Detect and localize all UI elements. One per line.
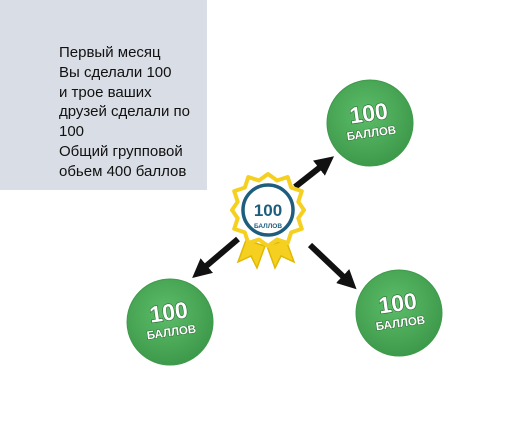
arrow-to-top-right bbox=[293, 156, 335, 190]
description-text: Первый месяц Вы сделали 100 и трое ваших… bbox=[59, 43, 209, 182]
arrow-to-bottom-right bbox=[307, 242, 357, 290]
badge-value: 100 bbox=[254, 201, 282, 220]
arrow-to-bottom-left bbox=[192, 236, 240, 278]
description-line: и трое ваших bbox=[59, 83, 152, 101]
coin-value: 100 bbox=[348, 98, 390, 129]
description-line: Общий групповой bbox=[59, 142, 183, 160]
description-line: Вы сделали 100 bbox=[59, 63, 172, 81]
description-line: друзей сделали по bbox=[59, 103, 190, 121]
coin-value: 100 bbox=[148, 297, 190, 328]
coin-bottom-left: 100 БАЛЛОВ bbox=[126, 278, 214, 366]
coin-circle bbox=[326, 79, 414, 167]
badge-ribbon-left bbox=[236, 239, 266, 270]
coin-bottom-right: 100 БАЛЛОВ bbox=[355, 269, 443, 357]
coin-top-right: 100 БАЛЛОВ bbox=[326, 79, 414, 167]
badge-ring bbox=[241, 183, 295, 237]
description-line: Первый месяц bbox=[59, 44, 161, 61]
badge-unit: БАЛЛОВ bbox=[254, 223, 282, 230]
coin-circle bbox=[126, 278, 214, 366]
coin-value: 100 bbox=[377, 288, 419, 319]
center-badge: 100 БАЛЛОВ bbox=[230, 172, 306, 270]
description-panel bbox=[0, 0, 207, 190]
description-line: 100 bbox=[59, 123, 85, 141]
coin-circle bbox=[355, 269, 443, 357]
description-line: обьем 400 баллов bbox=[59, 162, 187, 180]
